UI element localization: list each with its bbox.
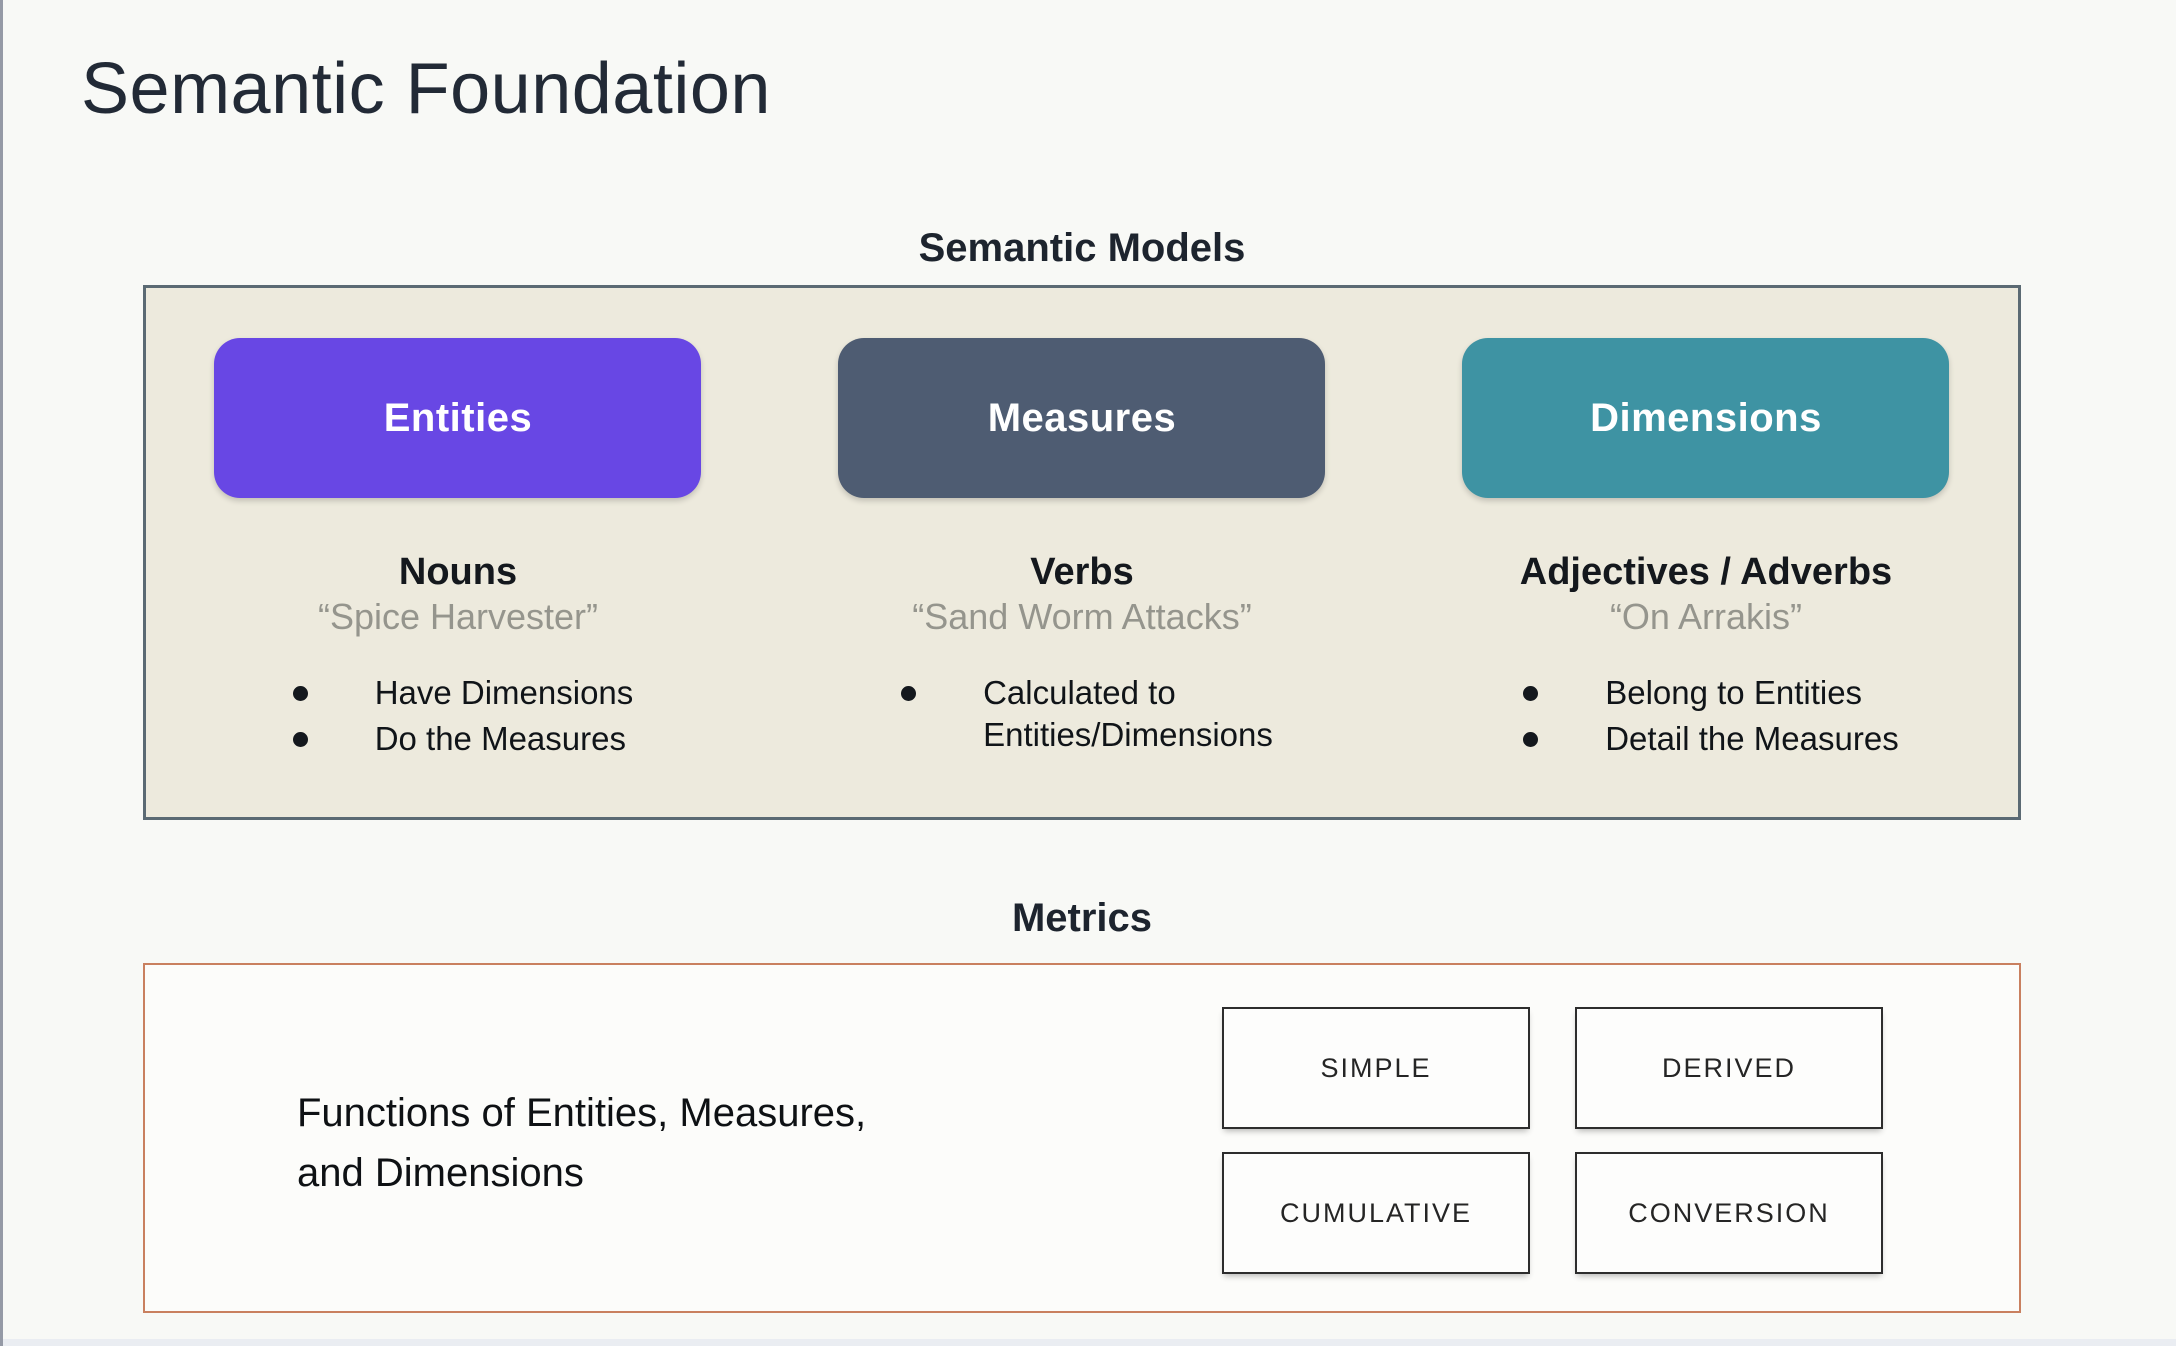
- measures-example-quote: “Sand Worm Attacks”: [912, 596, 1252, 637]
- dimensions-pill: Dimensions: [1462, 338, 1950, 498]
- metrics-heading: Metrics: [1011, 896, 1153, 940]
- entities-example-quote: “Spice Harvester”: [317, 596, 599, 637]
- metric-type-conversion: CONVERSION: [1575, 1152, 1883, 1274]
- bullet-item: Detail the Measures: [1513, 718, 1899, 760]
- bullet-item: Have Dimensions: [283, 672, 633, 714]
- dimensions-bullet-list: Belong to Entities Detail the Measures: [1513, 672, 1899, 764]
- window-bottom-edge: [3, 1339, 2176, 1346]
- metrics-panel: Functions of Entities, Measures, and Dim…: [143, 963, 2021, 1313]
- entities-bullet-list: Have Dimensions Do the Measures: [283, 672, 634, 764]
- metric-type-derived: DERIVED: [1575, 1007, 1883, 1129]
- measures-bullet-list: Calculated to Entities/Dimensions: [891, 672, 1273, 760]
- bullet-item: Do the Measures: [283, 718, 634, 760]
- page-title: Semantic Foundation: [81, 49, 771, 129]
- dimensions-example-quote: “On Arrakis”: [1609, 596, 1802, 637]
- semantic-models-heading: Semantic Models: [918, 226, 1246, 270]
- semantic-models-panel: Entities Nouns “Spice Harvester” Have Di…: [143, 285, 2021, 820]
- metric-types-grid: SIMPLE DERIVED CUMULATIVE CONVERSION: [1222, 1007, 1883, 1274]
- entities-part-of-speech: Nouns: [398, 551, 518, 593]
- measures-column: Measures Verbs “Sand Worm Attacks” Calcu…: [770, 288, 1394, 817]
- bullet-item: Calculated to Entities/Dimensions: [891, 672, 1273, 756]
- bullet-item: Belong to Entities: [1513, 672, 1898, 714]
- measures-part-of-speech: Verbs: [1030, 551, 1134, 593]
- dimensions-part-of-speech: Adjectives / Adverbs: [1519, 551, 1893, 593]
- measures-pill: Measures: [838, 338, 1326, 498]
- metric-type-simple: SIMPLE: [1222, 1007, 1530, 1129]
- metrics-description: Functions of Entities, Measures, and Dim…: [297, 1091, 867, 1195]
- entities-pill: Entities: [214, 338, 702, 498]
- metric-type-cumulative: CUMULATIVE: [1222, 1152, 1530, 1274]
- dimensions-column: Dimensions Adjectives / Adverbs “On Arra…: [1394, 288, 2018, 817]
- entities-column: Entities Nouns “Spice Harvester” Have Di…: [146, 288, 770, 817]
